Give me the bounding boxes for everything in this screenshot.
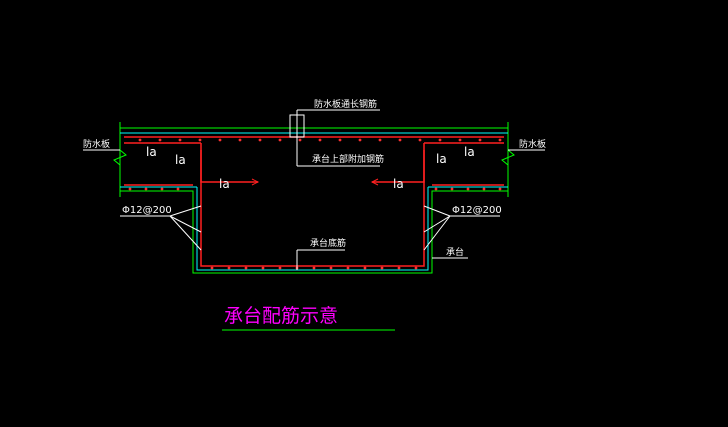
rebar-dot-top [278, 138, 282, 142]
label-la-6: la [464, 145, 475, 159]
leader-stirrup-right-1 [423, 205, 451, 217]
break-symbol-right [501, 149, 515, 166]
label-la-4: la [393, 177, 404, 191]
rebar-dot-top [498, 138, 502, 142]
rebar-dot-slab-left [176, 187, 180, 191]
leader-stirrup-left-2 [169, 215, 202, 233]
rebar-dot-slab-right [498, 187, 502, 191]
rebar-dot-cap [363, 266, 367, 270]
inner-cap-line [196, 187, 429, 271]
label-cap: 承台 [446, 246, 464, 258]
rebar-dot-cap [278, 266, 282, 270]
rebar-dot-cap [312, 266, 316, 270]
rebar-dot-top [418, 138, 422, 142]
rebar-dot-cap [227, 266, 231, 270]
rebar-dot-cap [346, 266, 350, 270]
leader-stirrup-right-3 [423, 215, 451, 251]
leader-stirrup-left-3 [169, 215, 202, 251]
rebar-dot-cap [414, 266, 418, 270]
label-top-rebar: 防水板通长钢筋 [314, 98, 377, 110]
rebar-dot-top [258, 138, 262, 142]
rebar-dot-top [398, 138, 402, 142]
rebar-dot-slab-left [144, 187, 148, 191]
rebar-dot-top [358, 138, 362, 142]
rebar-dot-slab-left [128, 187, 132, 191]
added-rebar-right [372, 150, 425, 183]
label-stirrup-left: Φ12@200 [122, 205, 172, 216]
arrow-right-bar [370, 178, 379, 186]
leader-stirrup-left-1 [169, 205, 202, 217]
label-waterproof-right: 防水板 [519, 138, 546, 150]
rebar-dot-top [198, 138, 202, 142]
rebar-dot-top [178, 138, 182, 142]
label-stirrup-right: Φ12@200 [452, 205, 502, 216]
rebar-dots [128, 138, 502, 270]
leader-box [289, 114, 305, 138]
label-waterproof-left: 防水板 [83, 138, 110, 150]
rebar-dot-cap [329, 266, 333, 270]
label-la-5: la [436, 152, 447, 166]
rebar-dot-top [378, 138, 382, 142]
rebar-dot-top [218, 138, 222, 142]
label-bottom-rebar: 承台底筋 [310, 237, 346, 249]
rebar-dot-top [318, 138, 322, 142]
rebar-dot-cap [380, 266, 384, 270]
diagram-title: 承台配筋示意 [224, 305, 338, 327]
rebar-dot-slab-right [450, 187, 454, 191]
cap-bottom-rebar [200, 143, 425, 267]
added-rebar-left [200, 150, 258, 183]
arrow-left-bar [251, 178, 260, 186]
label-la-3: la [219, 177, 230, 191]
rebar-dot-top [438, 138, 442, 142]
rebar-dot-slab-right [466, 187, 470, 191]
rebar-dot-top [298, 138, 302, 142]
rebar-dot-cap [244, 266, 248, 270]
rebar-dot-top [238, 138, 242, 142]
rebar-dot-slab-left [160, 187, 164, 191]
rebar-dot-top [478, 138, 482, 142]
rebar-dot-top [158, 138, 162, 142]
rebar-dot-cap [210, 266, 214, 270]
rebar-dot-top [138, 138, 142, 142]
leader-stirrup-right-2 [423, 215, 451, 233]
label-la-1: la [146, 145, 157, 159]
label-la-2: la [175, 153, 186, 167]
label-added-rebar: 承台上部附加钢筋 [312, 153, 384, 165]
outline-cap [120, 190, 508, 274]
break-symbol-left [113, 149, 127, 166]
rebar-dot-slab-right [434, 187, 438, 191]
rebar-dot-top [458, 138, 462, 142]
rebar-dot-cap [261, 266, 265, 270]
rebar-dot-top [338, 138, 342, 142]
rebar-dot-cap [397, 266, 401, 270]
rebar-dot-slab-right [482, 187, 486, 191]
